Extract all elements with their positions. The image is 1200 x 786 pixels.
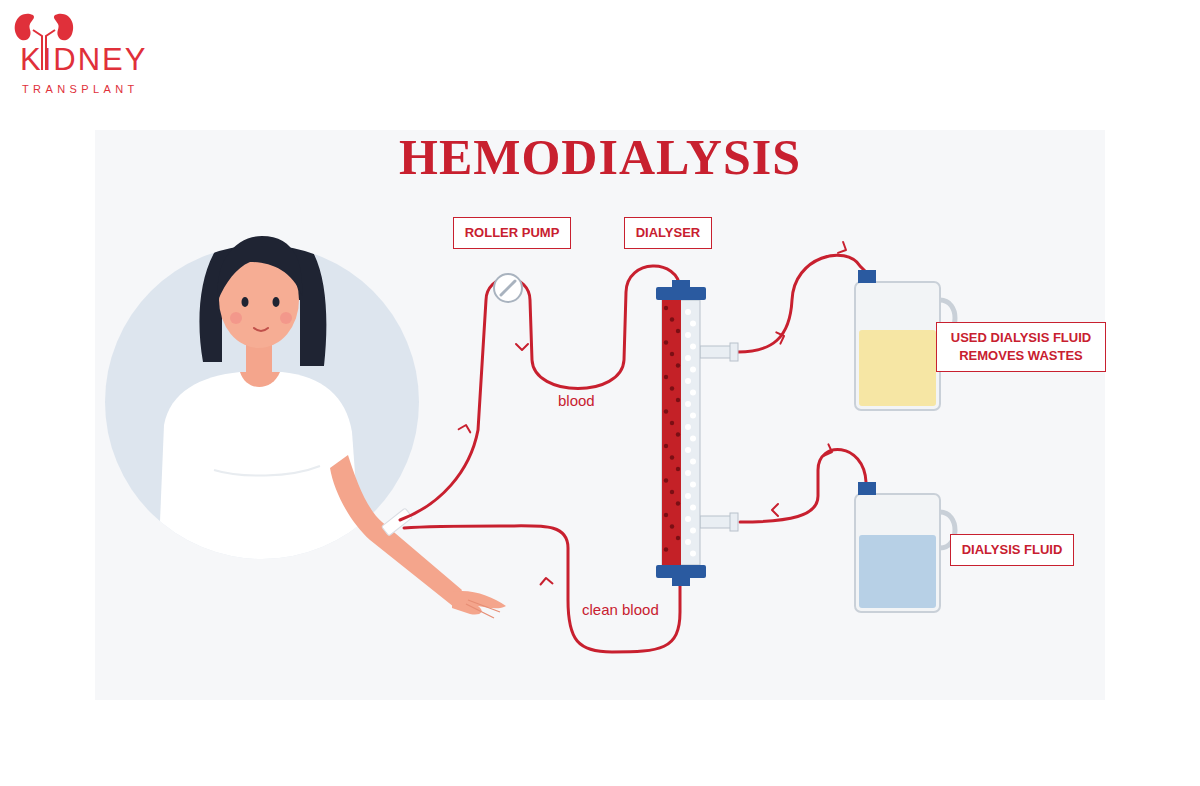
fiber-dot bbox=[676, 398, 680, 402]
fiber-dot bbox=[670, 455, 674, 459]
fiber-dot bbox=[676, 467, 680, 471]
logo-subtext: TRANSPLANT bbox=[22, 84, 139, 95]
fiber-dot bbox=[670, 317, 674, 321]
patient-figure bbox=[105, 221, 506, 618]
fiber-dot bbox=[664, 340, 668, 344]
fiber-dot bbox=[685, 355, 691, 361]
flow-label: clean blood bbox=[582, 602, 659, 617]
fiber-dot bbox=[690, 528, 696, 534]
dialysis-fluid-container bbox=[855, 482, 955, 612]
fiber-dot bbox=[690, 551, 696, 557]
fiber-dot bbox=[664, 513, 668, 517]
roller-pump bbox=[494, 274, 522, 302]
fiber-dot bbox=[685, 309, 691, 315]
fluid-label-box: USED DIALYSIS FLUID REMOVES WASTES bbox=[936, 322, 1106, 371]
fiber-dot bbox=[685, 539, 691, 545]
fiber-dot bbox=[685, 493, 691, 499]
fiber-dot bbox=[670, 524, 674, 528]
box-label: USED DIALYSIS FLUID REMOVES WASTES bbox=[948, 329, 1094, 364]
fiber-dot bbox=[685, 447, 691, 453]
fiber-dot bbox=[676, 363, 680, 367]
fiber-dot bbox=[690, 367, 696, 373]
fiber-dot bbox=[690, 459, 696, 465]
fluid-label-box: DIALYSIS FLUID bbox=[950, 534, 1075, 566]
fiber-dot bbox=[690, 390, 696, 396]
fiber-dot bbox=[690, 482, 696, 488]
fiber-dot bbox=[690, 321, 696, 327]
fiber-dot bbox=[670, 386, 674, 390]
dialyser-cartridge bbox=[656, 280, 738, 586]
fiber-dot bbox=[664, 444, 668, 448]
title: HEMODIALYSIS bbox=[399, 128, 801, 186]
fiber-dot bbox=[670, 421, 674, 425]
fiber-dot bbox=[676, 501, 680, 505]
fiber-dot bbox=[664, 375, 668, 379]
fiber-dot bbox=[670, 352, 674, 356]
box-label: DIALYSIS FLUID bbox=[962, 541, 1063, 559]
fiber-dot bbox=[685, 424, 691, 430]
box-label: ROLLER PUMP bbox=[465, 224, 560, 242]
flow-label: blood bbox=[558, 393, 595, 408]
fiber-dot bbox=[676, 432, 680, 436]
box-label: DIALYSER bbox=[636, 224, 701, 242]
fiber-dot bbox=[685, 401, 691, 407]
part-label-box: ROLLER PUMP bbox=[453, 217, 572, 249]
tubing bbox=[400, 255, 866, 652]
panel bbox=[95, 130, 1105, 700]
fiber-dot bbox=[685, 470, 691, 476]
fiber-dot bbox=[664, 409, 668, 413]
fiber-dot bbox=[690, 344, 696, 350]
logo-text: KIDNEY bbox=[20, 44, 147, 75]
fiber-dot bbox=[690, 413, 696, 419]
fiber-dot bbox=[690, 505, 696, 511]
fiber-dot bbox=[685, 332, 691, 338]
part-label-box: DIALYSER bbox=[624, 217, 713, 249]
fiber-dot bbox=[690, 436, 696, 442]
fiber-dot bbox=[685, 516, 691, 522]
fiber-dot bbox=[664, 547, 668, 551]
flow-arrows bbox=[459, 242, 849, 584]
fiber-dot bbox=[676, 536, 680, 540]
fiber-dot bbox=[664, 478, 668, 482]
fiber-dot bbox=[664, 306, 668, 310]
fiber-dot bbox=[670, 490, 674, 494]
fiber-dot bbox=[685, 378, 691, 384]
fiber-dot bbox=[676, 329, 680, 333]
